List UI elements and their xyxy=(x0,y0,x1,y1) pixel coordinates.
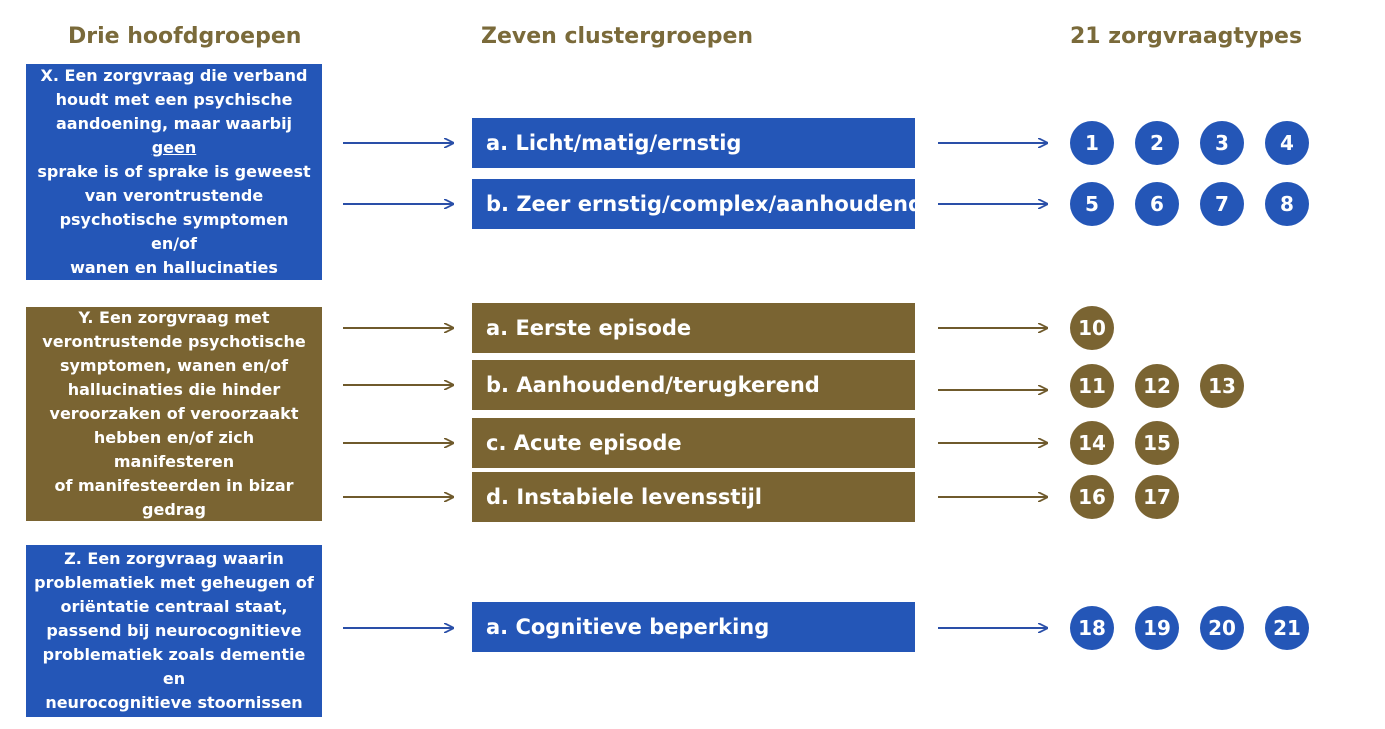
type-circle: 6 xyxy=(1135,182,1179,226)
type-circle: 5 xyxy=(1070,182,1114,226)
type-circle: 10 xyxy=(1070,306,1114,350)
group-z-box: Z. Een zorgvraag waarin problematiek met… xyxy=(26,545,322,717)
type-circle: 15 xyxy=(1135,421,1179,465)
type-circle: 21 xyxy=(1265,606,1309,650)
cluster-x-a: a. Licht/matig/ernstig xyxy=(472,118,915,168)
type-circle: 13 xyxy=(1200,364,1244,408)
cluster-y-b: b. Aanhoudend/terugkerend xyxy=(472,360,915,410)
type-circle: 18 xyxy=(1070,606,1114,650)
cluster-z-a: a. Cognitieve beperking xyxy=(472,602,915,652)
type-circle: 11 xyxy=(1070,364,1114,408)
type-circle: 17 xyxy=(1135,475,1179,519)
heading-care-demand-types: 21 zorgvraagtypes xyxy=(1070,24,1303,49)
type-circle: 2 xyxy=(1135,121,1179,165)
group-y-text: Y. Een zorgvraag met verontrustende psyc… xyxy=(42,308,306,519)
cluster-y-d: d. Instabiele levensstijl xyxy=(472,472,915,522)
type-circle: 8 xyxy=(1265,182,1309,226)
type-circle: 20 xyxy=(1200,606,1244,650)
heading-cluster-groups: Zeven clustergroepen xyxy=(481,24,754,49)
type-circle: 14 xyxy=(1070,421,1114,465)
type-circle: 3 xyxy=(1200,121,1244,165)
type-circle: 19 xyxy=(1135,606,1179,650)
type-circle: 16 xyxy=(1070,475,1114,519)
cluster-y-a: a. Eerste episode xyxy=(472,303,915,353)
cluster-y-c: c. Acute episode xyxy=(472,418,915,468)
group-y-box: Y. Een zorgvraag met verontrustende psyc… xyxy=(26,307,322,521)
heading-main-groups: Drie hoofdgroepen xyxy=(68,24,302,49)
group-x-text: X. Een zorgvraag die verband houdt met e… xyxy=(37,66,311,277)
group-x-underlined-word: geen xyxy=(151,138,197,157)
type-circle: 7 xyxy=(1200,182,1244,226)
cluster-x-b: b. Zeer ernstig/complex/aanhoudend xyxy=(472,179,923,229)
group-x-box: X. Een zorgvraag die verband houdt met e… xyxy=(26,64,322,280)
type-circle: 4 xyxy=(1265,121,1309,165)
type-circle: 1 xyxy=(1070,121,1114,165)
type-circle: 12 xyxy=(1135,364,1179,408)
group-z-text: Z. Een zorgvraag waarin problematiek met… xyxy=(34,549,314,712)
